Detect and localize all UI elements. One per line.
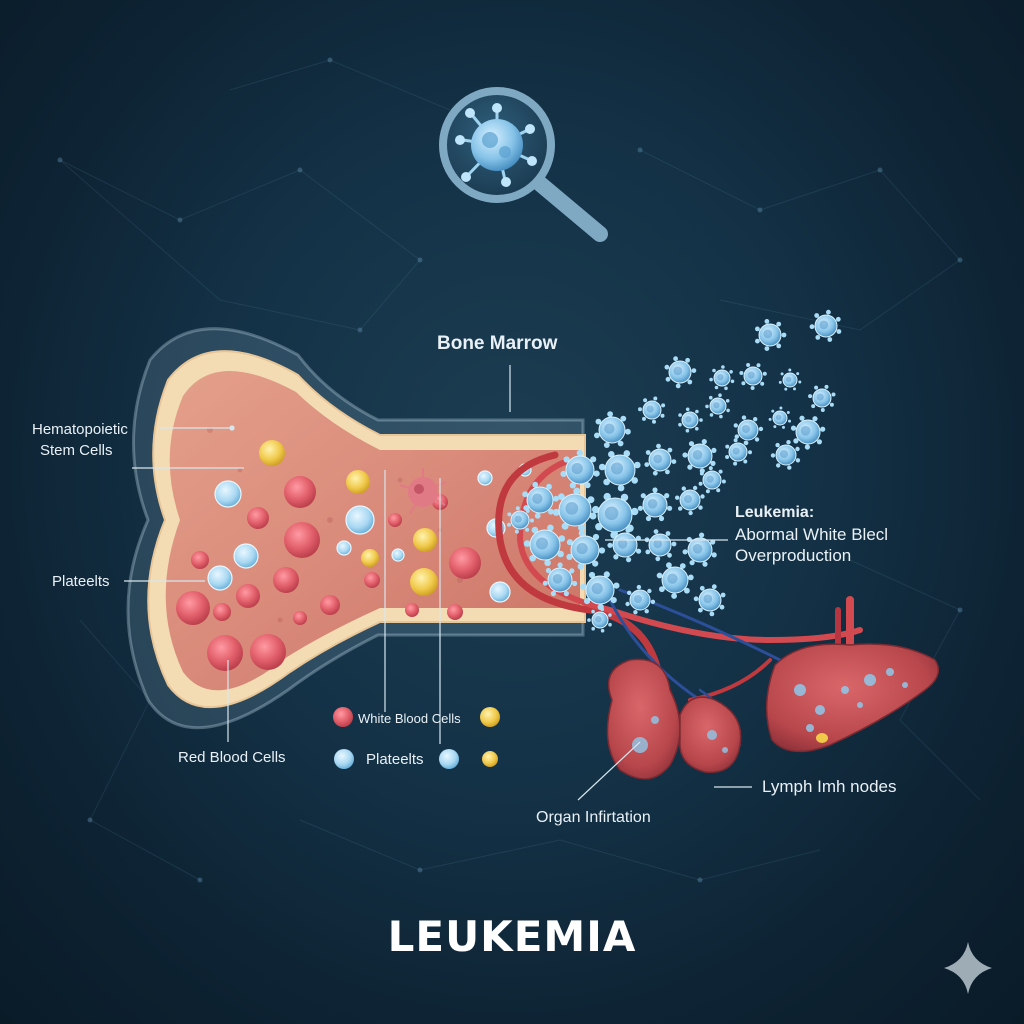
leukemia-cell <box>693 584 726 617</box>
legend-white-cell-swatch <box>334 749 354 769</box>
background-network <box>59 59 981 881</box>
leukemia-cell <box>580 571 620 611</box>
leukemia-cell <box>768 406 791 429</box>
marrow-white-cells <box>207 463 532 603</box>
leukemia-cell <box>739 363 767 390</box>
leukemia-cell <box>678 407 703 433</box>
legend-white-blood-cells-label: White Blood Cells <box>358 711 461 726</box>
lymph-node-right <box>679 696 742 773</box>
leukemia-cell <box>790 415 826 450</box>
lymph-nodes-label: Lymph Imh nodes <box>762 777 897 796</box>
leukemia-cell <box>733 415 764 446</box>
leukemia-cell <box>592 492 639 539</box>
leukemia-cell <box>507 506 534 534</box>
stem-cells-label-line1: Hematopoietic <box>32 421 128 438</box>
leukemia-cell-burst <box>507 309 842 633</box>
page-title: LEUKEMIA <box>387 912 637 961</box>
leukemia-cell <box>644 443 677 476</box>
leukemia-cell <box>809 309 842 342</box>
abnormal-cell-in-marrow <box>399 468 447 515</box>
platelets-left-label: Plateelts <box>52 573 110 590</box>
legend-white-cell-swatch-2 <box>439 749 459 769</box>
leukemia-cell <box>523 524 566 567</box>
legend-red-cell-swatch <box>333 707 353 727</box>
leukemia-cell <box>709 365 735 391</box>
leukemia-cell <box>625 584 656 615</box>
marrow-red-cells <box>176 476 481 671</box>
leukemia-cell <box>560 449 600 489</box>
leukemia-cell <box>682 439 717 474</box>
red-blood-cells-label: Red Blood Cells <box>178 749 286 766</box>
leukemia-description-line1: Abormal White Blecl <box>735 525 889 544</box>
leukemia-cell <box>698 466 726 494</box>
legend-platelets-label: Plateelts <box>366 751 424 768</box>
leukemia-cell <box>552 487 597 532</box>
liver-organ <box>765 643 940 753</box>
leukemia-cell <box>682 532 717 567</box>
leukemia-heading-label: Leukemia: <box>735 504 815 521</box>
marrow-platelets <box>259 440 438 596</box>
leukemia-description-line2: Overproduction <box>735 546 852 565</box>
leader-lines <box>124 365 752 801</box>
lymph-node-left <box>606 658 681 780</box>
organ-infiltration-label: Organ Infirtation <box>536 809 651 826</box>
leukemia-cell <box>778 368 802 391</box>
leukemia-cell <box>594 411 631 448</box>
leukemia-cell <box>770 440 801 470</box>
legend-platelet-swatch-2 <box>482 751 498 767</box>
stem-cells-label-line2: Stem Cells <box>40 442 113 459</box>
leukemia-cell <box>644 529 677 562</box>
legend-platelet-swatch <box>480 707 500 727</box>
leukemia-cell <box>566 530 606 570</box>
leukemia-cell <box>656 562 694 599</box>
sparkle-icon <box>944 942 992 994</box>
bone-marrow-label: Bone Marrow <box>437 333 558 354</box>
leukemia-cell <box>725 438 752 466</box>
magnifier-icon <box>439 87 608 242</box>
leukemia-cell <box>664 356 697 389</box>
leukemia-cell <box>637 487 673 522</box>
leukemia-cell <box>587 607 612 633</box>
leukemia-cell <box>808 384 836 412</box>
leukemia-cell <box>542 562 578 597</box>
background-dots <box>57 57 963 883</box>
leukemia-cell <box>755 319 787 351</box>
leukemia-cell <box>638 396 666 424</box>
leukemia-cell <box>675 485 705 516</box>
leukemia-cell <box>598 450 641 492</box>
legend-swatches <box>333 707 500 769</box>
leukemia-cell <box>705 393 730 419</box>
virus-cell-icon <box>455 103 537 187</box>
